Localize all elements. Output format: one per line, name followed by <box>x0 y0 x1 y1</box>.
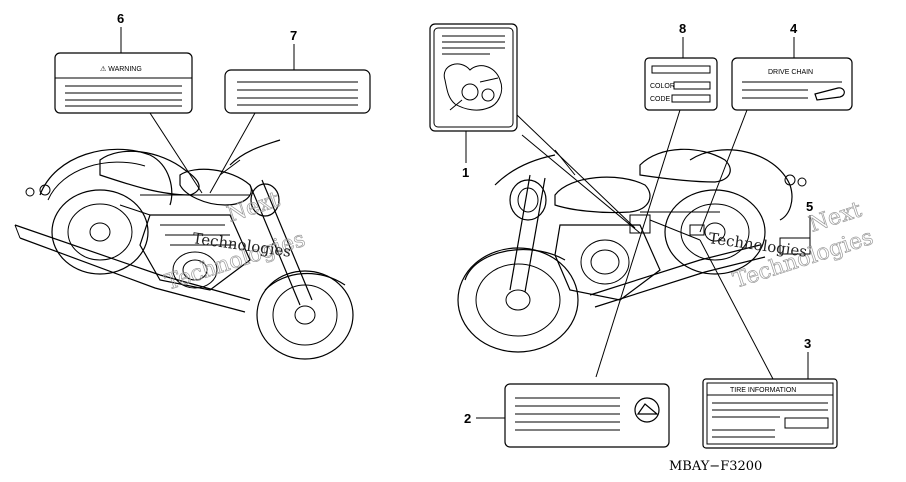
tire-information-label-text: TIRE INFORMATION <box>730 387 796 394</box>
right-motorcycle <box>457 148 811 353</box>
watermark-overlay-right: Technologies <box>707 229 808 261</box>
diagram-code: MBAY−F3200 <box>669 459 762 474</box>
label-6-warning: ⚠ WARNING <box>54 52 193 114</box>
callout-5: 5 <box>806 199 813 214</box>
right-watermark: Next Technologies Technologies <box>707 197 876 294</box>
label-8-color-code: COLOR CODE <box>644 57 718 111</box>
callout-2: 2 <box>464 411 471 426</box>
warning-label-text: ⚠ WARNING <box>100 65 142 73</box>
left-watermark: Next Technologies Technologies <box>162 187 309 296</box>
callout-6: 6 <box>117 11 124 26</box>
callout-7: 7 <box>290 28 297 43</box>
color-label-text: COLOR <box>650 83 675 90</box>
callout-1: 1 <box>462 165 469 180</box>
callout-3: 3 <box>804 336 811 351</box>
callout-4: 4 <box>790 21 798 36</box>
label-3-tire-information: TIRE INFORMATION <box>702 378 838 449</box>
label-2 <box>504 383 670 448</box>
drive-chain-label-text: DRIVE CHAIN <box>768 69 813 76</box>
svg-text:Next: Next <box>224 187 283 227</box>
callout-8: 8 <box>679 21 686 36</box>
left-motorcycle <box>14 139 354 360</box>
label-1-schematic <box>429 23 518 132</box>
code-label-text: CODE <box>650 96 671 103</box>
label-4-drive-chain: DRIVE CHAIN <box>731 57 853 111</box>
label-7 <box>224 69 371 114</box>
